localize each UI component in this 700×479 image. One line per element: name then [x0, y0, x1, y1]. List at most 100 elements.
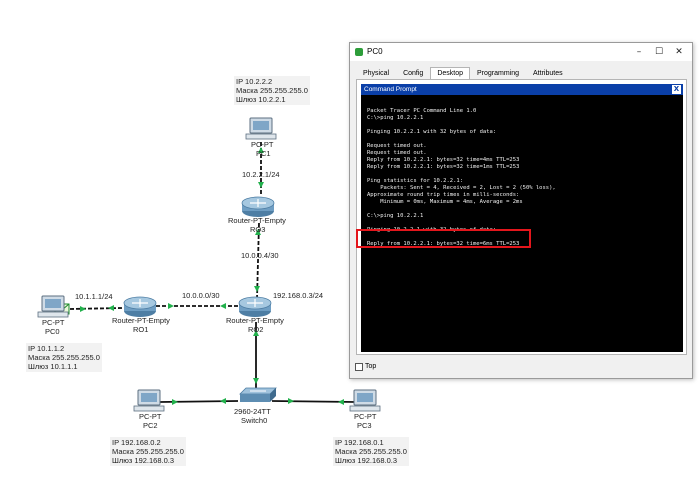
note-ip-line: IP 192.168.0.2 [112, 438, 161, 447]
pc3-type-label: PC-PT [354, 412, 377, 421]
ping-reply-highlight-box [356, 229, 531, 248]
port-up-marker [255, 229, 261, 235]
port-up-marker [172, 399, 178, 405]
terminal-line [367, 206, 683, 213]
tab-attributes[interactable]: Attributes [533, 70, 563, 77]
ro2-router-icon[interactable] [238, 296, 272, 317]
window-title-bar[interactable]: PC0 – ☐ ✕ [350, 43, 692, 61]
link-label-ro2-switch: 192.168.0.3/24 [273, 291, 324, 300]
pc3-info-note: IP 192.168.0.1 Маска 255.255.255.0 Шлюз … [333, 437, 409, 466]
device-tabs: Physical Config Desktop Programming Attr… [356, 67, 570, 79]
tab-config[interactable]: Config [403, 70, 424, 77]
ro3-router-icon[interactable] [241, 196, 275, 217]
link-label-ro1-ro2: 10.0.0.0/30 [182, 291, 220, 300]
pc1-info-note: IP 10.2.2.2 Маска 255.255.255.0 Шлюз 10.… [234, 76, 310, 105]
terminal-line: Reply from 10.2.2.1: bytes=32 time=4ms T… [367, 157, 520, 163]
switch0-device-icon[interactable] [239, 387, 277, 402]
ro1-type-label: Router-PT-Empty [112, 316, 170, 325]
top-checkbox-label: Top [365, 363, 377, 370]
pc2-info-note: IP 192.168.0.2 Маска 255.255.255.0 Шлюз … [110, 437, 186, 466]
terminal-line: Reply from 10.2.2.1: bytes=32 time=6ms T… [367, 241, 520, 247]
terminal-line [367, 101, 683, 108]
pc3-device-icon[interactable] [349, 389, 381, 412]
terminal-line: Packet Tracer PC Command Line 1.0 [367, 108, 477, 114]
close-button[interactable]: ✕ [675, 47, 683, 57]
tab-programming[interactable]: Programming [477, 70, 520, 77]
note-gateway-line: Шлюз 192.168.0.3 [335, 456, 398, 465]
pc2-name-label: PC2 [143, 421, 158, 430]
port-up-marker [220, 398, 226, 404]
pc2-device-icon[interactable] [133, 389, 165, 412]
port-up-marker [168, 303, 174, 309]
ro3-name-label: RO3 [250, 225, 266, 234]
window-title: PC0 [367, 47, 383, 56]
switch0-name-label: Switch0 [241, 416, 268, 425]
tab-physical[interactable]: Physical [363, 70, 390, 77]
switch0-type-label: 2960-24TT [234, 407, 271, 416]
command-prompt-title: Command Prompt [364, 86, 417, 93]
note-gateway-line: Шлюз 10.2.2.1 [236, 95, 286, 104]
port-up-marker [338, 399, 344, 405]
terminal-line: C:\>ping 10.2.2.1 [367, 115, 424, 121]
minimize-button[interactable]: – [636, 47, 642, 57]
top-checkbox[interactable] [355, 363, 363, 371]
port-up-marker [254, 286, 260, 292]
ro3-type-label: Router-PT-Empty [228, 216, 286, 225]
desktop-panel: Command Prompt X Packet Tracer PC Comman… [356, 79, 687, 355]
note-gateway-line: Шлюз 192.168.0.3 [112, 456, 175, 465]
ro2-name-label: RO2 [248, 325, 264, 334]
port-up-marker [108, 305, 114, 311]
pc1-device-icon[interactable] [245, 117, 277, 140]
port-up-marker [288, 398, 294, 404]
port-up-marker [253, 378, 259, 384]
ro2-type-label: Router-PT-Empty [226, 316, 284, 325]
maximize-button[interactable]: ☐ [654, 47, 664, 57]
pc0-type-label: PC-PT [42, 318, 65, 327]
tab-desktop[interactable]: Desktop [430, 67, 470, 79]
link-label-pc1-ro3: 10.2.2.1/24 [242, 170, 280, 179]
pc1-name-label: PC1 [256, 149, 271, 158]
note-ip-line: IP 192.168.0.1 [335, 438, 384, 447]
port-up-marker [253, 330, 259, 336]
note-ip-line: IP 10.2.2.2 [236, 77, 273, 86]
command-prompt-title-bar: Command Prompt X [361, 84, 683, 95]
terminal-line [367, 171, 683, 178]
link-pc0-ro1[interactable] [69, 307, 123, 310]
link-label-ro3-ro2: 10.0.0.4/30 [241, 251, 279, 260]
pc0-info-note: IP 10.1.1.2 Маска 255.255.255.0 Шлюз 10.… [26, 343, 102, 372]
pc1-type-label: PC-PT [251, 140, 274, 149]
pc0-device-icon[interactable] [37, 295, 69, 318]
terminal-line [367, 122, 683, 129]
terminal-line: Packets: Sent = 4, Received = 2, Lost = … [367, 185, 556, 191]
terminal-line: Request timed out. [367, 150, 427, 156]
terminal-line: C:\>ping 10.2.2.1 [367, 213, 424, 219]
port-up-marker [80, 306, 86, 312]
ro1-router-icon[interactable] [123, 296, 157, 317]
packet-tracer-app-icon [355, 48, 363, 56]
note-ip-line: IP 10.1.1.2 [28, 344, 65, 353]
pc3-name-label: PC3 [357, 421, 372, 430]
pc0-name-label: PC0 [45, 327, 60, 336]
pc0-device-window: PC0 – ☐ ✕ Physical Config Desktop Progra… [349, 42, 693, 379]
terminal-line: Reply from 10.2.2.1: bytes=32 time=1ms T… [367, 164, 520, 170]
port-up-marker [220, 303, 226, 309]
note-mask-line: Маска 255.255.255.0 [236, 86, 308, 95]
link-label-pc0-ro1: 10.1.1.1/24 [75, 292, 113, 301]
port-indicators [80, 147, 344, 405]
note-mask-line: Маска 255.255.255.0 [28, 353, 100, 362]
ro1-name-label: RO1 [133, 325, 149, 334]
terminal-line [367, 136, 683, 143]
link-pc2-switch[interactable] [159, 400, 239, 403]
terminal-line: Request timed out. [367, 143, 427, 149]
terminal-line: Ping statistics for 10.2.2.1: [367, 178, 464, 184]
note-gateway-line: Шлюз 10.1.1.1 [28, 362, 78, 371]
terminal-line [367, 220, 683, 227]
links [69, 142, 357, 403]
command-prompt-close-button[interactable]: X [672, 85, 681, 94]
note-mask-line: Маска 255.255.255.0 [335, 447, 407, 456]
terminal-line: Approximate round trip times in milli-se… [367, 192, 520, 198]
pc2-type-label: PC-PT [139, 412, 162, 421]
